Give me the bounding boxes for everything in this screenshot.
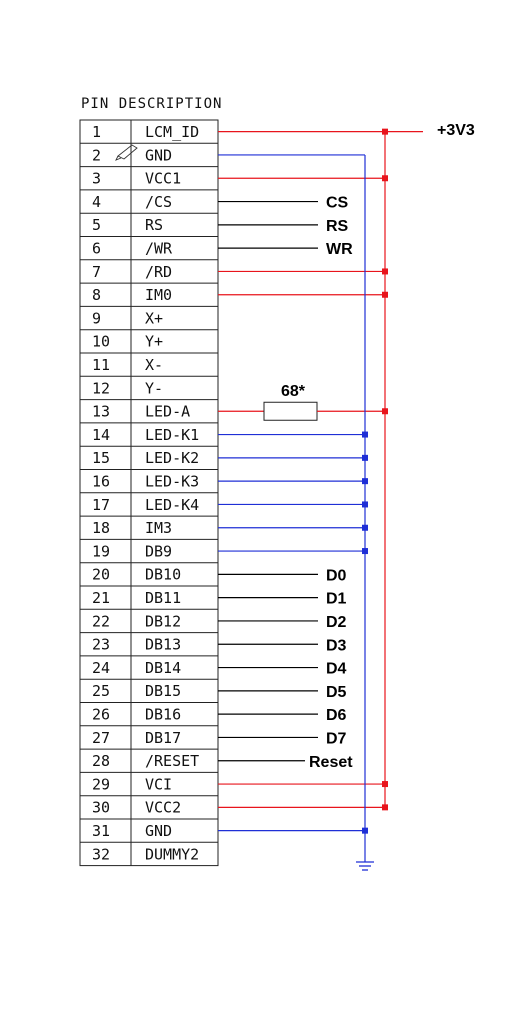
signal-label: D0 — [326, 567, 347, 584]
signal-label: D4 — [326, 661, 347, 678]
pin-number: 2 — [92, 146, 101, 164]
pin-name: LCM_ID — [145, 123, 199, 141]
pin-name: VCI — [145, 775, 172, 793]
pin-number: 25 — [92, 682, 110, 700]
signal-label: Reset — [309, 754, 353, 771]
pin-number: 10 — [92, 333, 110, 351]
pin-number: 1 — [92, 123, 101, 141]
pin-number: 31 — [92, 822, 110, 840]
signal-label: D7 — [326, 730, 347, 747]
pin-number: 26 — [92, 706, 110, 724]
signal-label: D3 — [326, 637, 347, 654]
pin-name: RS — [145, 216, 163, 234]
pin-number: 14 — [92, 426, 110, 444]
pin-number: 8 — [92, 286, 101, 304]
pin-name: LED-A — [145, 403, 190, 421]
pin-number: 20 — [92, 566, 110, 584]
pen-cursor-icon — [115, 144, 138, 161]
pin-name: DB9 — [145, 542, 172, 560]
pin-name: DB16 — [145, 706, 181, 724]
pin-number: 7 — [92, 263, 101, 281]
pin-number: 17 — [92, 496, 110, 514]
pin-number: 12 — [92, 379, 110, 397]
pin-name: DB11 — [145, 589, 181, 607]
pin-name: IM3 — [145, 519, 172, 537]
wiring — [218, 128, 423, 862]
pin-number: 21 — [92, 589, 110, 607]
pin-name: DB14 — [145, 659, 181, 677]
pin-number: 24 — [92, 659, 110, 677]
pin-name: /CS — [145, 193, 172, 211]
pin-number: 22 — [92, 612, 110, 630]
pin-number: 28 — [92, 752, 110, 770]
pin-number: 18 — [92, 519, 110, 537]
pin-name: DB12 — [145, 612, 181, 630]
pin-name: X+ — [145, 309, 163, 327]
pin-name: VCC2 — [145, 799, 181, 817]
pin-name: DB13 — [145, 636, 181, 654]
signal-label: D5 — [326, 684, 347, 701]
resistor — [263, 401, 318, 421]
pin-number: 6 — [92, 240, 101, 258]
signal-label: RS — [326, 218, 349, 235]
pin-number: 5 — [92, 216, 101, 234]
pin-description-title: PIN DESCRIPTION — [81, 96, 222, 112]
ground-symbol-icon — [356, 861, 374, 871]
pin-name: LED-K4 — [145, 496, 199, 514]
pin-name: DB15 — [145, 682, 181, 700]
pin-number: 4 — [92, 193, 101, 211]
pin-number: 11 — [92, 356, 110, 374]
signal-label: D6 — [326, 707, 347, 724]
pin-name: DB17 — [145, 729, 181, 747]
pin-name: X- — [145, 356, 163, 374]
pin-name: /WR — [145, 240, 173, 258]
signal-label: D2 — [326, 614, 347, 631]
pin-name: VCC1 — [145, 170, 181, 188]
pin-name: LED-K3 — [145, 473, 199, 491]
pin-number: 23 — [92, 636, 110, 654]
pin-name: LED-K2 — [145, 449, 199, 467]
pin-number: 30 — [92, 799, 110, 817]
pin-number: 32 — [92, 845, 110, 863]
pin-name: LED-K1 — [145, 426, 199, 444]
signal-label: CS — [326, 195, 349, 212]
pin-name: Y- — [145, 379, 163, 397]
pin-name: GND — [145, 822, 172, 840]
pin-number: 29 — [92, 775, 110, 793]
resistor-label: 68* — [281, 383, 306, 400]
pin-number: 19 — [92, 542, 110, 560]
pin-number: 13 — [92, 403, 110, 421]
pin-name: /RD — [145, 263, 172, 281]
pin-number: 16 — [92, 473, 110, 491]
pin-number: 27 — [92, 729, 110, 747]
pin-name: GND — [145, 146, 172, 164]
pin-name: IM0 — [145, 286, 172, 304]
signal-label: WR — [326, 241, 353, 258]
pin-name: DUMMY2 — [145, 845, 199, 863]
power-rail-label: +3V3 — [437, 122, 475, 139]
pin-name: DB10 — [145, 566, 181, 584]
pin-name: Y+ — [145, 333, 163, 351]
pin-name: /RESET — [145, 752, 199, 770]
signal-label: D1 — [326, 591, 347, 608]
pin-number: 15 — [92, 449, 110, 467]
pin-number: 3 — [92, 170, 101, 188]
pin-number: 9 — [92, 309, 101, 327]
